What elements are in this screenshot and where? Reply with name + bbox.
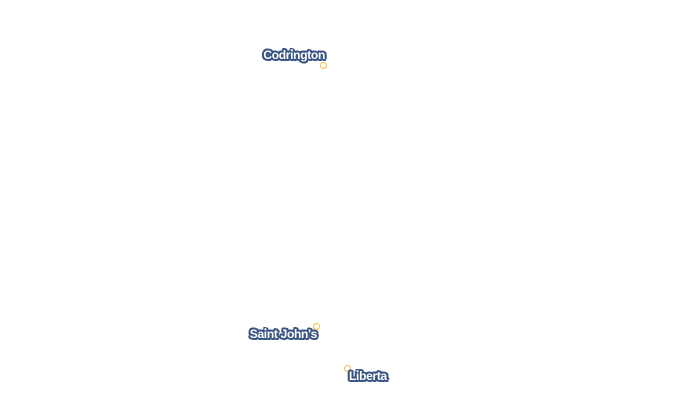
city-dot-icon	[343, 364, 351, 372]
place-label: Codrington	[263, 48, 325, 62]
city-dot-icon	[312, 322, 320, 330]
place-label: Liberta	[349, 369, 387, 383]
place-label: Saint John's	[249, 327, 318, 341]
city-dot-icon	[319, 61, 327, 69]
